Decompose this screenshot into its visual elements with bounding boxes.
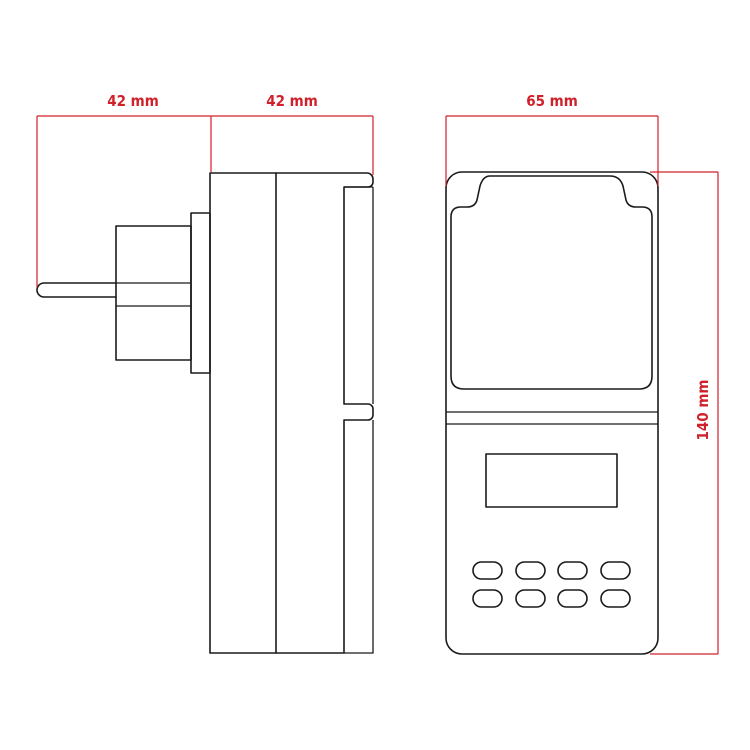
plug-pin [36,282,117,298]
front-view [445,171,659,655]
keypad-button [600,589,631,608]
dimension-width: 65 mm [445,92,659,186]
keypad-button [557,589,588,608]
dimension-height: 140 mm [650,171,719,655]
keypad-button [600,561,631,580]
hinge-band [446,411,658,425]
plug-collar [115,225,192,361]
dimension-lines: 42 mm 42 mm 65 mm 140 mm [36,92,719,655]
side-view [36,172,374,654]
dimension-width-label: 65 mm [526,92,578,110]
keypad-button [515,589,546,608]
dimension-plug-depth-label: 42 mm [107,92,159,110]
dimension-height-label: 140 mm [694,380,712,441]
keypad-button [472,561,503,580]
dimension-plug-depth: 42 mm [36,92,211,287]
keypad-button [557,561,588,580]
dimension-body-depth: 42 mm [210,92,374,175]
keypad-button [472,589,503,608]
side-housing [209,172,374,654]
front-housing [445,171,659,655]
keypad [472,561,631,608]
lcd-display [485,453,618,508]
plug-flange [190,212,211,374]
keypad-button [515,561,546,580]
socket-cover [450,175,653,390]
dimension-body-depth-label: 42 mm [266,92,318,110]
